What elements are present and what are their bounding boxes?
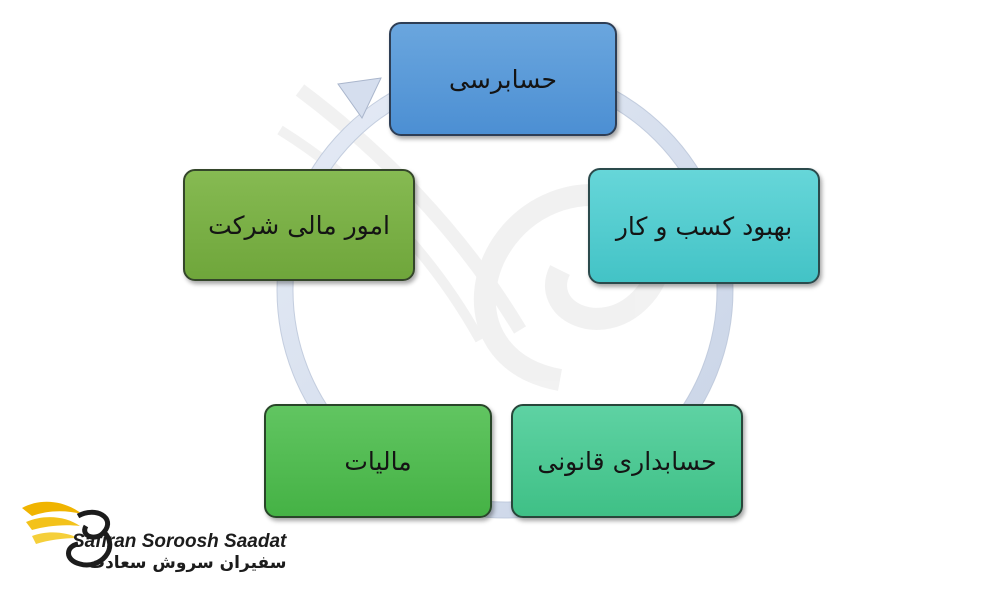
brand-name-persian: سفیران سروش سعادت (88, 553, 287, 573)
node-business-improvement: بهبود کسب و کار (588, 168, 820, 284)
node-auditing: حسابرسی (389, 22, 617, 136)
cycle-arrow-icon (337, 77, 382, 119)
node-taxation: مالیات (264, 404, 492, 518)
brand-name-latin: Safiran Soroosh Saadat (72, 531, 287, 552)
brand-logo (22, 501, 113, 568)
node-forensic-accounting: حسابداری قانونی (511, 404, 743, 518)
node-corporate-finance: امور مالی شرکت (183, 169, 415, 281)
swan-wing-icon (22, 501, 113, 568)
